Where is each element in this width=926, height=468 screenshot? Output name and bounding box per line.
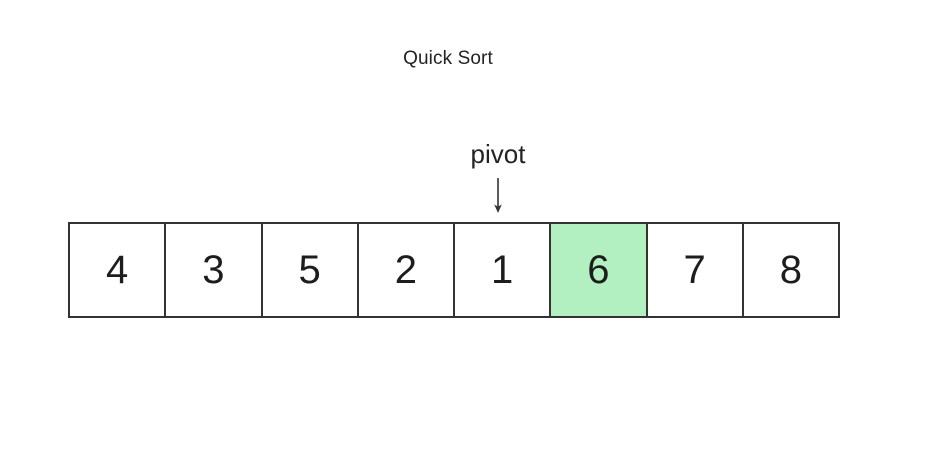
array-cell-value: 5 (298, 248, 321, 292)
array-cell-value: 3 (202, 248, 225, 292)
array-cell-0[interactable]: 4 (70, 224, 167, 316)
array-cell-5-pivot[interactable]: 6 (551, 224, 648, 316)
page-title: Quick Sort (403, 48, 493, 69)
array-cell-7[interactable]: 8 (743, 224, 838, 316)
array-cell-value: 8 (779, 248, 802, 292)
array-cell-3[interactable]: 2 (358, 224, 455, 316)
array-container: 4 3 5 2 1 6 7 8 (68, 222, 840, 318)
arrow-down-icon (494, 178, 502, 213)
array-cell-value: 6 (587, 248, 610, 292)
array-cell-6[interactable]: 7 (647, 224, 744, 316)
pivot-label: pivot (470, 139, 526, 169)
array-cell-value: 2 (394, 248, 417, 292)
array-cell-2[interactable]: 5 (262, 224, 359, 316)
array-cell-value: 7 (683, 248, 706, 292)
array-cell-4[interactable]: 1 (455, 224, 552, 316)
array-cell-value: 4 (106, 248, 129, 292)
array-cell-value: 1 (491, 248, 514, 292)
array-cell-1[interactable]: 3 (166, 224, 263, 316)
